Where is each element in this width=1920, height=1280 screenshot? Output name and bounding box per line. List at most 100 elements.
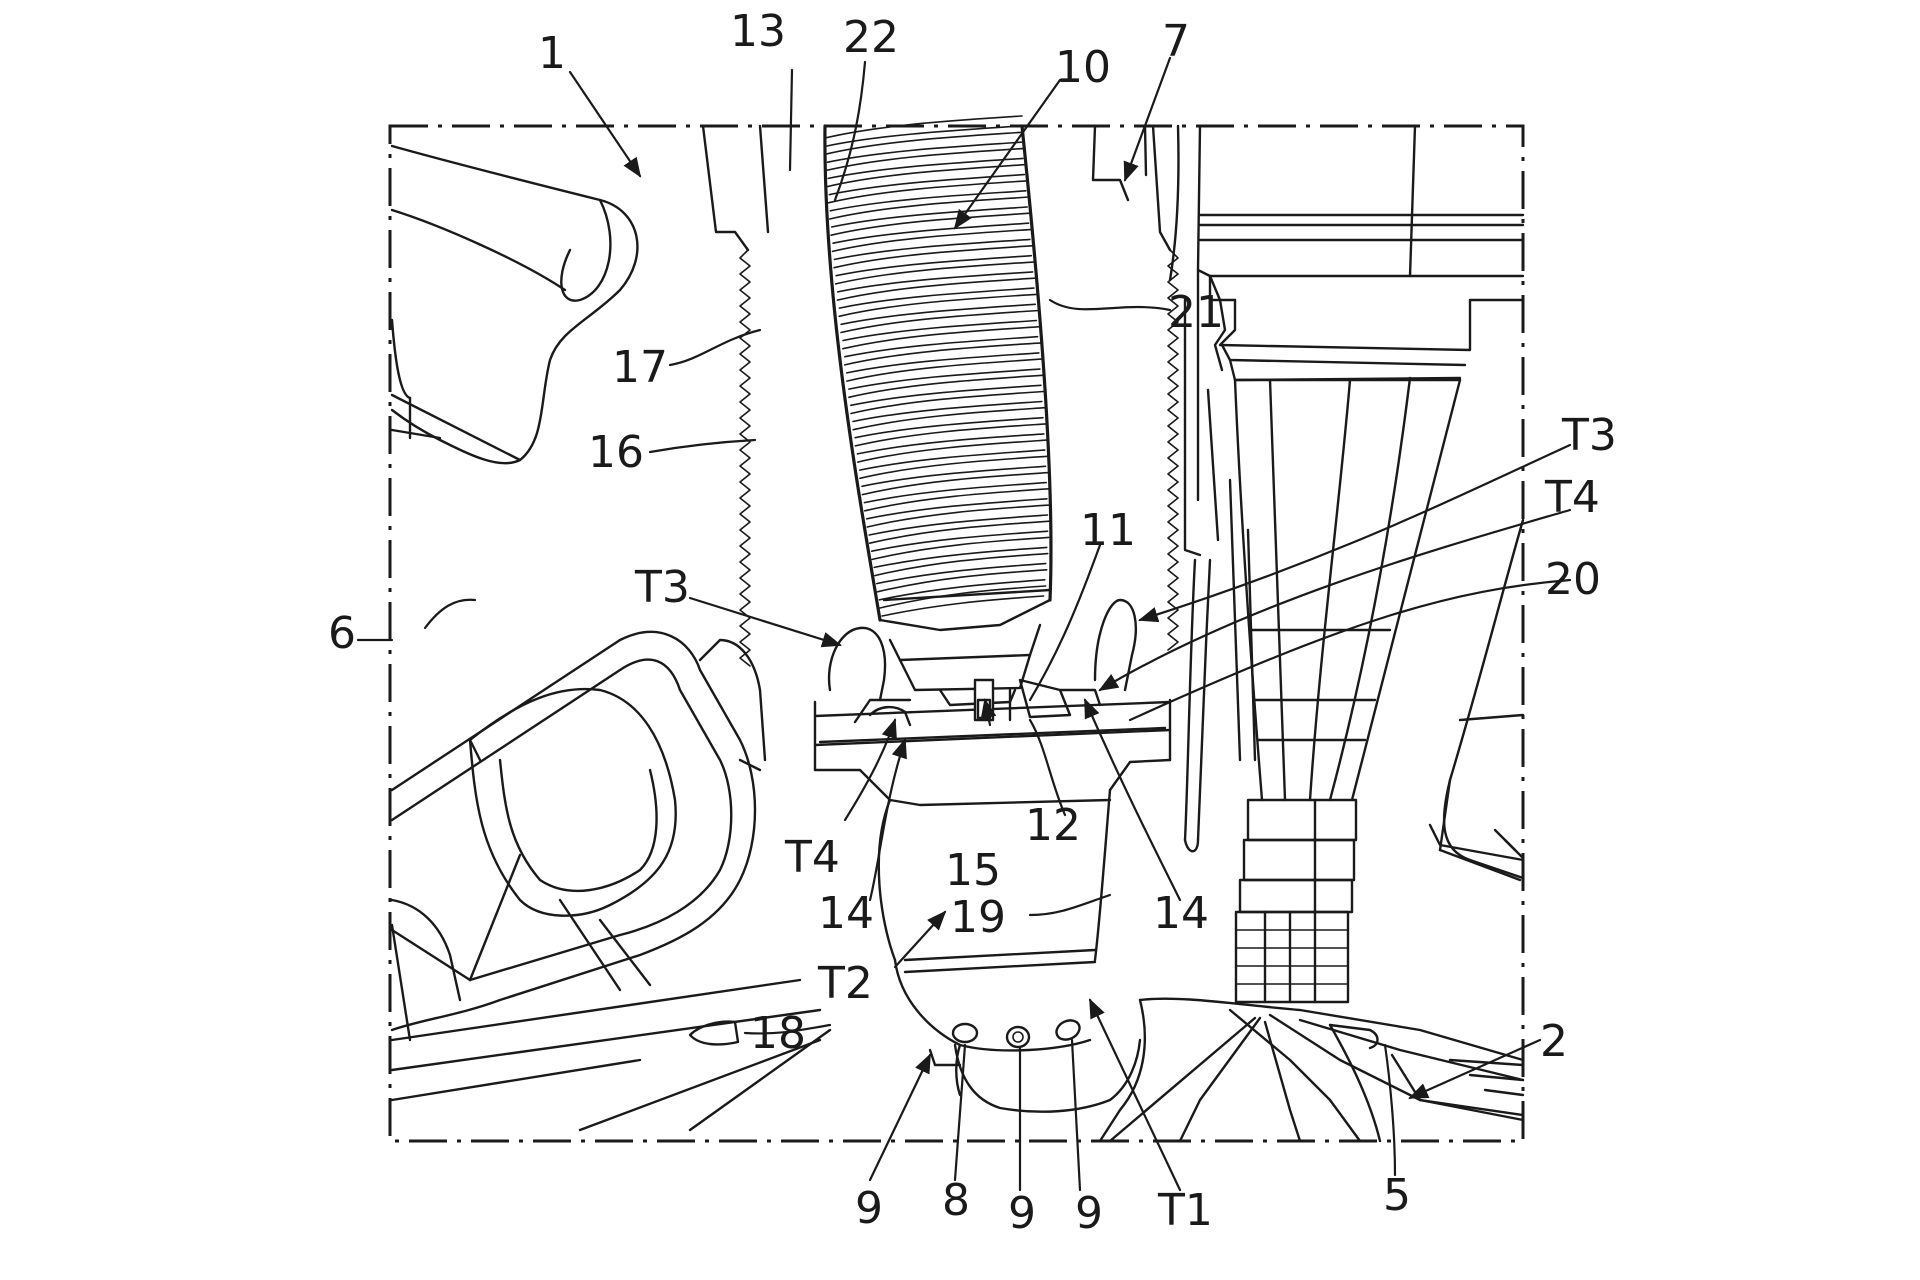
thread-line (827, 157, 1024, 180)
right-edge-details (1428, 518, 1525, 882)
thread-line (848, 374, 1044, 399)
thread-line (881, 595, 1045, 617)
thread-line (878, 579, 1046, 601)
label-9-a: 9 (855, 1183, 883, 1234)
label-T1: T1 (1157, 1185, 1213, 1236)
thread-line (838, 287, 1035, 309)
thread-line (828, 173, 1026, 196)
thread-line (850, 384, 1042, 407)
thread-line (876, 569, 1048, 593)
thread-line (859, 455, 1049, 480)
leader-lines (356, 56, 1572, 1192)
label-21: 21 (1168, 287, 1224, 338)
thread-line (827, 180, 1029, 204)
thread-line (844, 335, 1039, 358)
label-18: 18 (750, 1008, 806, 1059)
thread-line (838, 293, 1038, 318)
label-16: 16 (588, 427, 644, 478)
spark-plug-thread (823, 115, 1053, 722)
thread-line (830, 212, 1032, 236)
thread-line (866, 498, 1048, 520)
thread-line (856, 439, 1048, 463)
thread-lines (824, 115, 1051, 617)
label-13: 13 (730, 6, 786, 57)
label-2: 2 (1540, 1016, 1568, 1067)
transfer-channels (827, 598, 1137, 727)
label-T2: T2 (817, 958, 873, 1009)
label-1: 1 (538, 28, 566, 79)
thread-line (826, 141, 1023, 163)
thread-line (871, 536, 1050, 561)
thread-line (826, 163, 1028, 188)
label-19: 19 (950, 892, 1006, 943)
thread-line (840, 309, 1040, 334)
thread-line (868, 520, 1051, 544)
thread-line (836, 271, 1034, 293)
thread-line (846, 352, 1040, 374)
thread-line (858, 449, 1046, 471)
thread-line (833, 244, 1035, 269)
thread-line (833, 238, 1031, 261)
thread-line (824, 131, 1025, 155)
thread-line (864, 488, 1050, 512)
callout-labels: 1 13 22 10 7 21 17 16 11 T3 T4 20 T3 6 T… (328, 6, 1617, 1239)
thread-line (844, 342, 1042, 366)
thread-line (829, 190, 1027, 212)
deposit-shape (688, 1020, 740, 1046)
detail-frame (388, 124, 1525, 1143)
thread-line (835, 254, 1033, 277)
label-T3-left: T3 (634, 562, 690, 613)
thread-line (830, 206, 1028, 228)
thread-line (828, 196, 1030, 220)
thread-line (879, 585, 1047, 609)
thread-line (856, 433, 1045, 455)
label-14-right: 14 (1153, 888, 1209, 939)
thread-line (874, 552, 1049, 577)
label-22: 22 (843, 12, 899, 63)
thread-line (861, 465, 1047, 488)
thread-line (834, 261, 1036, 285)
label-17: 17 (612, 342, 668, 393)
thread-line (850, 390, 1045, 415)
label-20: 20 (1545, 554, 1601, 605)
label-T3-right: T3 (1561, 410, 1617, 461)
cooling-passage (390, 630, 832, 1132)
thread-line (854, 423, 1047, 447)
thread-line (832, 222, 1030, 244)
thread-line (824, 115, 1023, 139)
intake-port (390, 144, 639, 465)
plug-bore (701, 124, 1172, 252)
thread-line (826, 125, 1021, 147)
label-5: 5 (1383, 1170, 1411, 1221)
thread-line (825, 147, 1026, 172)
thread-line (836, 277, 1037, 301)
thread-line (868, 514, 1049, 536)
label-7: 7 (1162, 16, 1190, 67)
valve-assembly (1168, 124, 1525, 1004)
thread-line (840, 303, 1036, 326)
label-10: 10 (1055, 42, 1111, 93)
thread-line (866, 504, 1051, 528)
thread-line (842, 325, 1041, 350)
thread-line (870, 530, 1049, 552)
thread-line (873, 546, 1048, 569)
label-T4-right: T4 (1544, 472, 1600, 523)
label-12: 12 (1025, 800, 1081, 851)
thread-line (852, 406, 1046, 431)
thread-line (861, 471, 1049, 496)
thread-line (848, 368, 1041, 390)
thread-line (863, 481, 1047, 504)
combustion-chamber-roof (1098, 997, 1525, 1143)
prechamber-cap (877, 788, 1142, 1113)
thread-line (852, 400, 1043, 423)
label-8: 8 (942, 1175, 970, 1226)
thread-line (842, 319, 1038, 342)
label-14-left: 14 (818, 888, 874, 939)
label-9-c: 9 (1075, 1188, 1103, 1239)
label-6: 6 (328, 608, 356, 659)
label-9-b: 9 (1008, 1188, 1036, 1239)
bore-thread-left (739, 249, 751, 667)
label-11: 11 (1080, 505, 1136, 556)
bore-thread-right (1167, 249, 1179, 651)
